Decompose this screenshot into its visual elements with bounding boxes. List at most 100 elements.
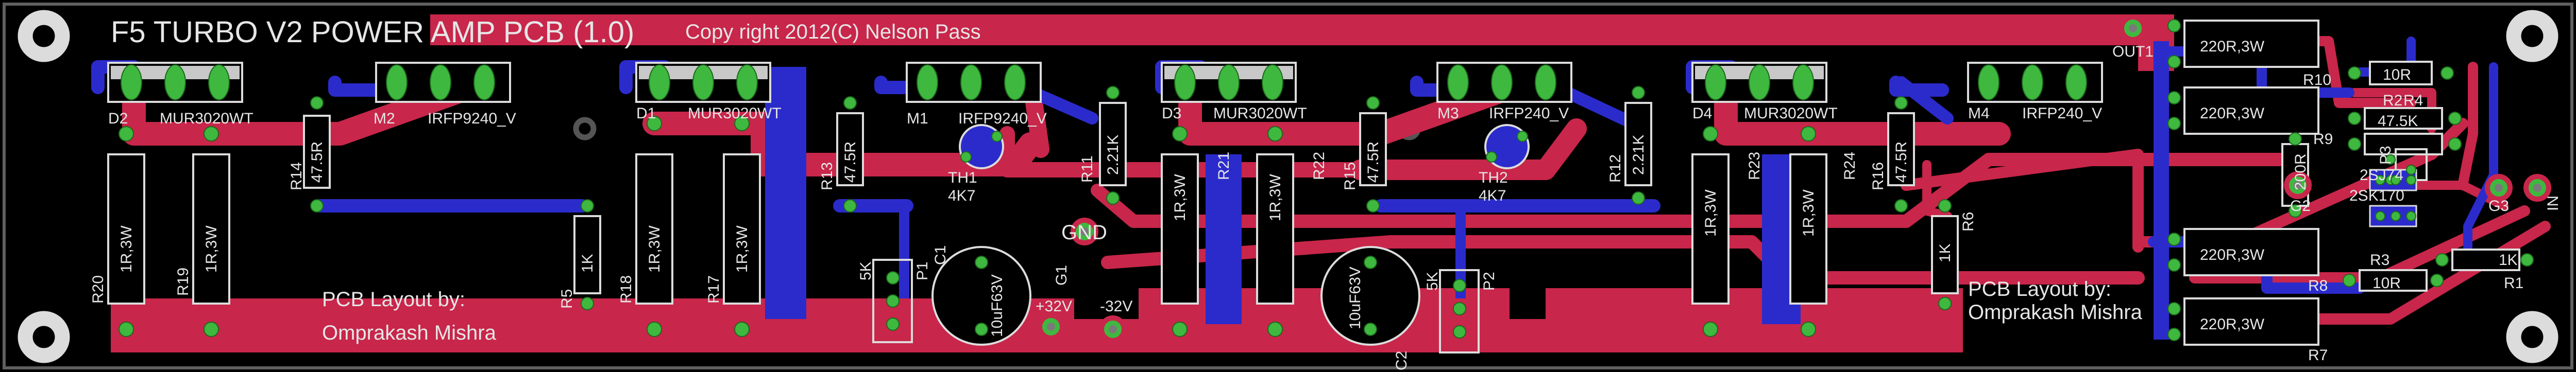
- r5-value: 1K: [579, 254, 596, 273]
- m4-type: IRFP240_V: [2022, 105, 2102, 122]
- d4-label: D4: [1692, 105, 1712, 122]
- bottom-copper: [91, 37, 2498, 340]
- r3-label: R3: [2370, 252, 2389, 269]
- th2-label: TH2: [1479, 169, 1508, 186]
- r9-label: R9: [2313, 131, 2333, 148]
- d2-type: MUR3020WT: [160, 110, 253, 127]
- copyright-text: Copy right 2012(C) Nelson Pass: [685, 21, 981, 43]
- r21-label: R21: [1215, 152, 1232, 180]
- r12-value: 2.21K: [1630, 135, 1647, 175]
- small-resistor-bodies: [303, 20, 2520, 346]
- r220-bottom-value: 220R,3W: [2200, 316, 2265, 333]
- r220-second-value: 220R,3W: [2200, 105, 2265, 122]
- r5-label: R5: [558, 289, 575, 309]
- q1-label: 2SJ74: [2360, 167, 2403, 184]
- th1-value: 4K7: [948, 187, 975, 204]
- r12-label: R12: [1607, 154, 1624, 183]
- pads: [121, 64, 2087, 100]
- r24-value: 1R,3W: [1800, 189, 1817, 237]
- capacitor-bodies: [931, 246, 1420, 346]
- m2-label: M2: [374, 110, 395, 127]
- r17-label: R17: [705, 275, 722, 304]
- r20-label: R20: [90, 275, 107, 304]
- trimmer-bodies: [872, 148, 2428, 353]
- p3-label: P3: [2377, 146, 2394, 165]
- r14-value: 47.5R: [309, 141, 326, 183]
- r14-label: R14: [288, 162, 305, 190]
- g2-label: G2: [2290, 198, 2311, 215]
- r20-value: 1R,3W: [118, 225, 135, 273]
- d3-type: MUR3020WT: [1213, 105, 1307, 122]
- m1-type: IRFP9240_V: [958, 110, 1047, 127]
- r21-value: 1R,3W: [1172, 174, 1189, 221]
- r6-label: R6: [1960, 212, 1977, 232]
- net-pos32: +32V: [1036, 298, 1072, 315]
- q2-label: 2SK170: [2349, 187, 2404, 204]
- layout-credit-line1-right: PCB Layout by:: [1968, 278, 2111, 300]
- r18-label: R18: [618, 275, 635, 304]
- d1-label: D1: [636, 105, 656, 122]
- layout-credit-line1: PCB Layout by:: [322, 288, 465, 311]
- m2-type: IRFP9240_V: [428, 110, 516, 127]
- r7-label: R7: [2308, 347, 2328, 364]
- c1-label: C1: [932, 245, 949, 265]
- r19-label: R19: [175, 268, 192, 296]
- th2-value: 4K7: [1479, 187, 1506, 204]
- r22-label: R22: [1311, 152, 1328, 180]
- m3-type: IRFP240_V: [1489, 105, 1569, 122]
- round-pads: [118, 19, 2534, 341]
- r18-value: 1R,3W: [646, 225, 663, 273]
- r23-value: 1R,3W: [1702, 189, 1719, 237]
- r6-value: 1K: [1937, 243, 1954, 262]
- r19-value: 1R,3W: [203, 225, 220, 273]
- r9-value: 200R: [2292, 153, 2309, 190]
- r22-value: 1R,3W: [1267, 174, 1284, 221]
- power-resistor-bodies: [107, 153, 1827, 305]
- p1-label: P1: [914, 261, 931, 280]
- g3-label: G3: [2488, 198, 2509, 215]
- p2-label: P2: [1481, 272, 1498, 291]
- r4-label: R4: [2403, 92, 2423, 109]
- r16-label: R16: [1870, 162, 1887, 190]
- th1-label: TH1: [948, 169, 977, 186]
- d2-label: D2: [108, 110, 128, 127]
- c1-value: 10uF63V: [989, 274, 1006, 337]
- r1-value: 1K: [2499, 252, 2518, 269]
- r15-value: 47.5R: [1365, 141, 1382, 183]
- r3-value: 10R: [2372, 275, 2401, 292]
- r17-value: 1R,3W: [734, 225, 751, 273]
- r10-label: R10: [2303, 72, 2331, 88]
- p2-value: 5K: [1424, 272, 1441, 291]
- r23-label: R23: [1746, 152, 1763, 180]
- r2r4-value: 47.5K: [2378, 113, 2418, 130]
- m3-label: M3: [1437, 105, 1459, 122]
- p1-value: 5K: [857, 261, 874, 280]
- d4-type: MUR3020WT: [1744, 105, 1838, 122]
- layout-credit-line2-right: Omprakash Mishra: [1968, 301, 2143, 324]
- net-neg32: -32V: [1100, 298, 1132, 315]
- layout-credit-line2: Omprakash Mishra: [322, 322, 497, 344]
- r13-value: 47.5R: [842, 141, 859, 183]
- board-title: F5 TURBO V2 POWER AMP PCB (1.0): [111, 15, 634, 49]
- r16-value: 47.5R: [1893, 141, 1910, 183]
- net-gnd: GND: [1061, 221, 1107, 244]
- g1-label: G1: [1053, 265, 1070, 286]
- r13-label: R13: [819, 162, 836, 190]
- d3-label: D3: [1162, 105, 1181, 122]
- pad-drills: [1047, 24, 2541, 333]
- c2-value: 10uF63V: [1347, 267, 1364, 329]
- r10-value: 10R: [2383, 66, 2411, 83]
- r15-label: R15: [1342, 162, 1359, 190]
- r11-label: R11: [1079, 155, 1096, 183]
- r1-label: R1: [2504, 275, 2523, 292]
- mounting-holes: [16, 8, 2560, 365]
- r220-third-value: 220R,3W: [2200, 246, 2265, 263]
- m1-label: M1: [907, 110, 928, 127]
- r11-value: 2.21K: [1105, 135, 1122, 175]
- c2-label: C2: [1393, 351, 1410, 370]
- net-out1: OUT1: [2112, 43, 2154, 60]
- r24-label: R24: [1841, 152, 1858, 180]
- r220-top-value: 220R,3W: [2200, 38, 2265, 55]
- net-in: IN: [2545, 196, 2562, 211]
